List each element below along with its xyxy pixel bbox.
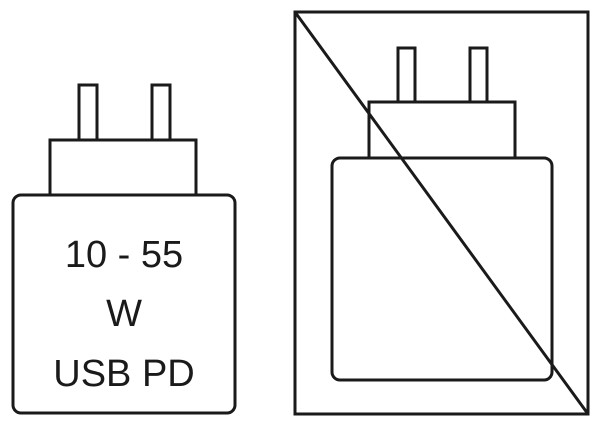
approved-charger-label: 10 - 55 W USB PD [53,234,194,395]
approved-charger-body [11,193,237,415]
prohibited-cross-line [293,11,590,415]
approved-charger-neck [48,138,198,198]
prohibited-charger-panel [293,10,590,416]
prohibited-charger-prong-right [468,46,489,105]
charger-label-line-2: W [106,293,142,335]
charger-label-line-1: 10 - 55 [65,234,183,276]
prohibited-charger-prong-left [396,46,417,105]
prohibited-charger-body [330,156,554,382]
charger-label-line-3: USB PD [53,353,194,395]
approved-charger-prong-left [77,83,99,143]
approved-charger-prong-right [150,83,172,143]
prohibited-charger-neck [367,100,517,161]
approved-charger [11,83,237,415]
